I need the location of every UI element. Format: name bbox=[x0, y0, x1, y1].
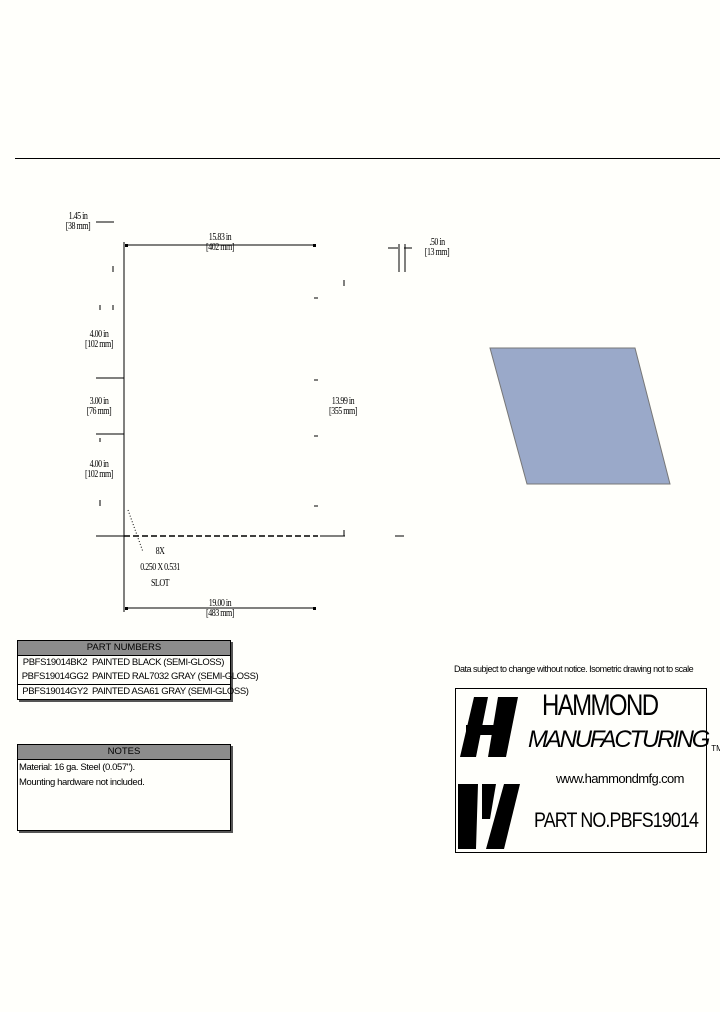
isometric-panel bbox=[489, 347, 671, 485]
company-name-line2: MANUFACTURING bbox=[528, 726, 710, 753]
front-view-drawing bbox=[96, 221, 671, 612]
title-block: HAMMOND MANUFACTURING TM www.hammondmfg.… bbox=[455, 688, 720, 853]
dim-flange-height: 1.45 in[38 mm] bbox=[65, 211, 91, 232]
dim-spacing-1: 4.00 in[102 mm] bbox=[85, 329, 113, 350]
part-description: PAINTED ASA61 GRAY (SEMI-GLOSS) bbox=[92, 686, 249, 697]
notes-header: NOTES bbox=[18, 745, 230, 760]
dim-overall-width: 19.00 in[483 mm] bbox=[206, 598, 234, 619]
part-number: PBFS19014GG2 bbox=[21, 671, 89, 682]
dim-top-width: 15.83 in[402 mm] bbox=[206, 232, 234, 253]
table-row: PBFS19014GY2 PAINTED ASA61 GRAY (SEMI-GLO… bbox=[18, 684, 249, 699]
part-numbers-table: PART NUMBERS PBFS19014BK2 PAINTED BLACK (… bbox=[17, 640, 259, 700]
part-no-label: PART NO. bbox=[534, 809, 610, 832]
sheet-top-rule bbox=[15, 158, 720, 159]
part-number-title: PART NO.PBFS19014 bbox=[534, 809, 699, 833]
disclaimer: Data subject to change without notice. I… bbox=[454, 664, 694, 674]
website: www.hammondmfg.com bbox=[556, 771, 685, 786]
dim-depth: 13.99 in[355 mm] bbox=[329, 396, 357, 417]
part-numbers-header: PART NUMBERS bbox=[18, 641, 230, 656]
note-line: Material: 16 ga. Steel (0.057"). bbox=[19, 762, 135, 773]
part-no-value: PBFS19014 bbox=[609, 809, 699, 832]
part-description: PAINTED RAL7032 GRAY (SEMI-GLOSS) bbox=[92, 671, 259, 682]
company-name-line2-group: MANUFACTURING TM bbox=[528, 726, 720, 754]
note-line: Mounting hardware not included. bbox=[19, 777, 145, 788]
notes-box: NOTES Material: 16 ga. Steel (0.057"). M… bbox=[17, 744, 231, 831]
dim-spacing-2: 3.00 in[76 mm] bbox=[86, 396, 112, 417]
company-name-line1: HAMMOND bbox=[542, 689, 659, 722]
dim-lip: .50 in[13 mm] bbox=[424, 237, 450, 258]
table-row: PBFS19014BK2 PAINTED BLACK (SEMI-GLOSS) bbox=[18, 656, 230, 670]
part-number: PBFS19014GY2 bbox=[22, 686, 88, 697]
part-number: PBFS19014BK2 bbox=[22, 657, 88, 668]
hammond-logo bbox=[458, 697, 520, 849]
trademark: TM bbox=[711, 744, 720, 753]
dim-spacing-3: 4.00 in[102 mm] bbox=[85, 459, 113, 480]
part-description: PAINTED BLACK (SEMI-GLOSS) bbox=[92, 657, 224, 668]
